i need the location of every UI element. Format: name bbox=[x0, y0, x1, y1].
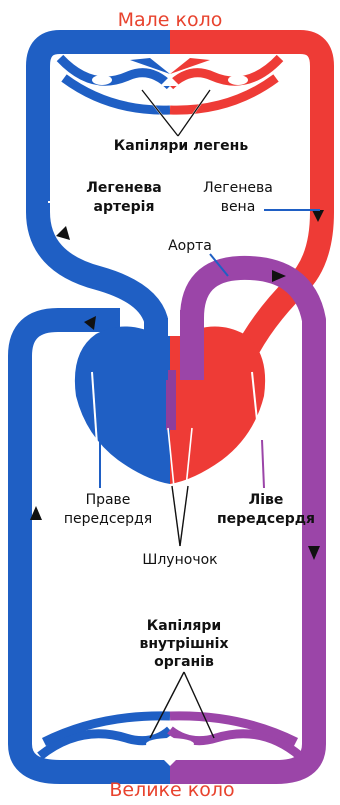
organ-capillaries-label-line2: внутрішніх bbox=[140, 636, 229, 652]
pulmonary-artery-label-line2: артерія bbox=[94, 199, 155, 215]
organ-capillary-network bbox=[40, 716, 300, 766]
lung-capillary-network bbox=[60, 58, 280, 110]
ventricle-label: Шлуночок bbox=[142, 552, 217, 568]
right-atrium-label-line2: передсердя bbox=[64, 511, 152, 527]
pulmonary-vein-label-line2: вена bbox=[221, 199, 256, 215]
organ-capillaries-label-line1: Капіляри bbox=[147, 618, 221, 634]
organ-capillaries-label-line3: органів bbox=[154, 654, 214, 670]
lung-capillaries-label: Капіляри легень bbox=[114, 138, 249, 154]
pulmonary-vein-label-line1: Легенева bbox=[203, 180, 273, 196]
pulmonary-artery-label-line1: Легенева bbox=[86, 180, 161, 196]
systemic-circulation-title: Велике коло bbox=[109, 779, 234, 801]
left-atrium-label-line1: Ліве bbox=[249, 492, 284, 508]
aorta-label: Аорта bbox=[168, 238, 212, 254]
left-atrium-label-line2: передсердя bbox=[217, 511, 315, 527]
pulmonary-circulation-title: Мале коло bbox=[118, 9, 223, 31]
arrow-up-icon bbox=[56, 226, 70, 240]
right-atrium-label-line1: Праве bbox=[86, 492, 131, 508]
heart bbox=[75, 310, 265, 484]
